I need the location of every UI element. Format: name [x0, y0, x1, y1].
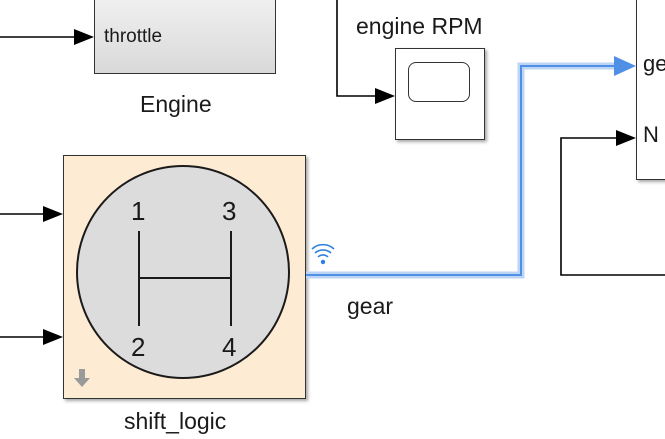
shift-input-1-line [0, 206, 63, 222]
signal-logging-icon [311, 243, 335, 265]
gear-shift-diagram [74, 165, 290, 387]
shift-logic-block[interactable]: 1 3 2 4 [63, 155, 306, 399]
n-input-port-label: N [643, 122, 659, 147]
throttle-signal-line [0, 29, 94, 45]
engine-block[interactable]: throttle [94, 0, 276, 74]
engine-throttle-port-label: throttle [104, 26, 163, 47]
gear-1-label: 1 [131, 196, 146, 226]
scope-block[interactable] [395, 48, 485, 140]
gear-signal-label[interactable]: gear [347, 293, 394, 319]
gear-2-label: 2 [131, 332, 146, 362]
engine-block-name[interactable]: Engine [140, 91, 212, 117]
gear-input-port-label: ge [643, 51, 665, 76]
gear-knob-circle [76, 165, 290, 379]
down-arrow-icon [74, 369, 90, 387]
scope-block-name[interactable]: engine RPM [356, 13, 483, 39]
gear-4-label: 4 [222, 332, 237, 362]
shift-input-2-line [0, 329, 63, 345]
transmission-block[interactable]: ge N [636, 0, 665, 180]
shift-logic-block-name[interactable]: shift_logic [124, 408, 227, 434]
scope-screen-icon [408, 62, 470, 102]
gear-3-label: 3 [222, 196, 237, 226]
